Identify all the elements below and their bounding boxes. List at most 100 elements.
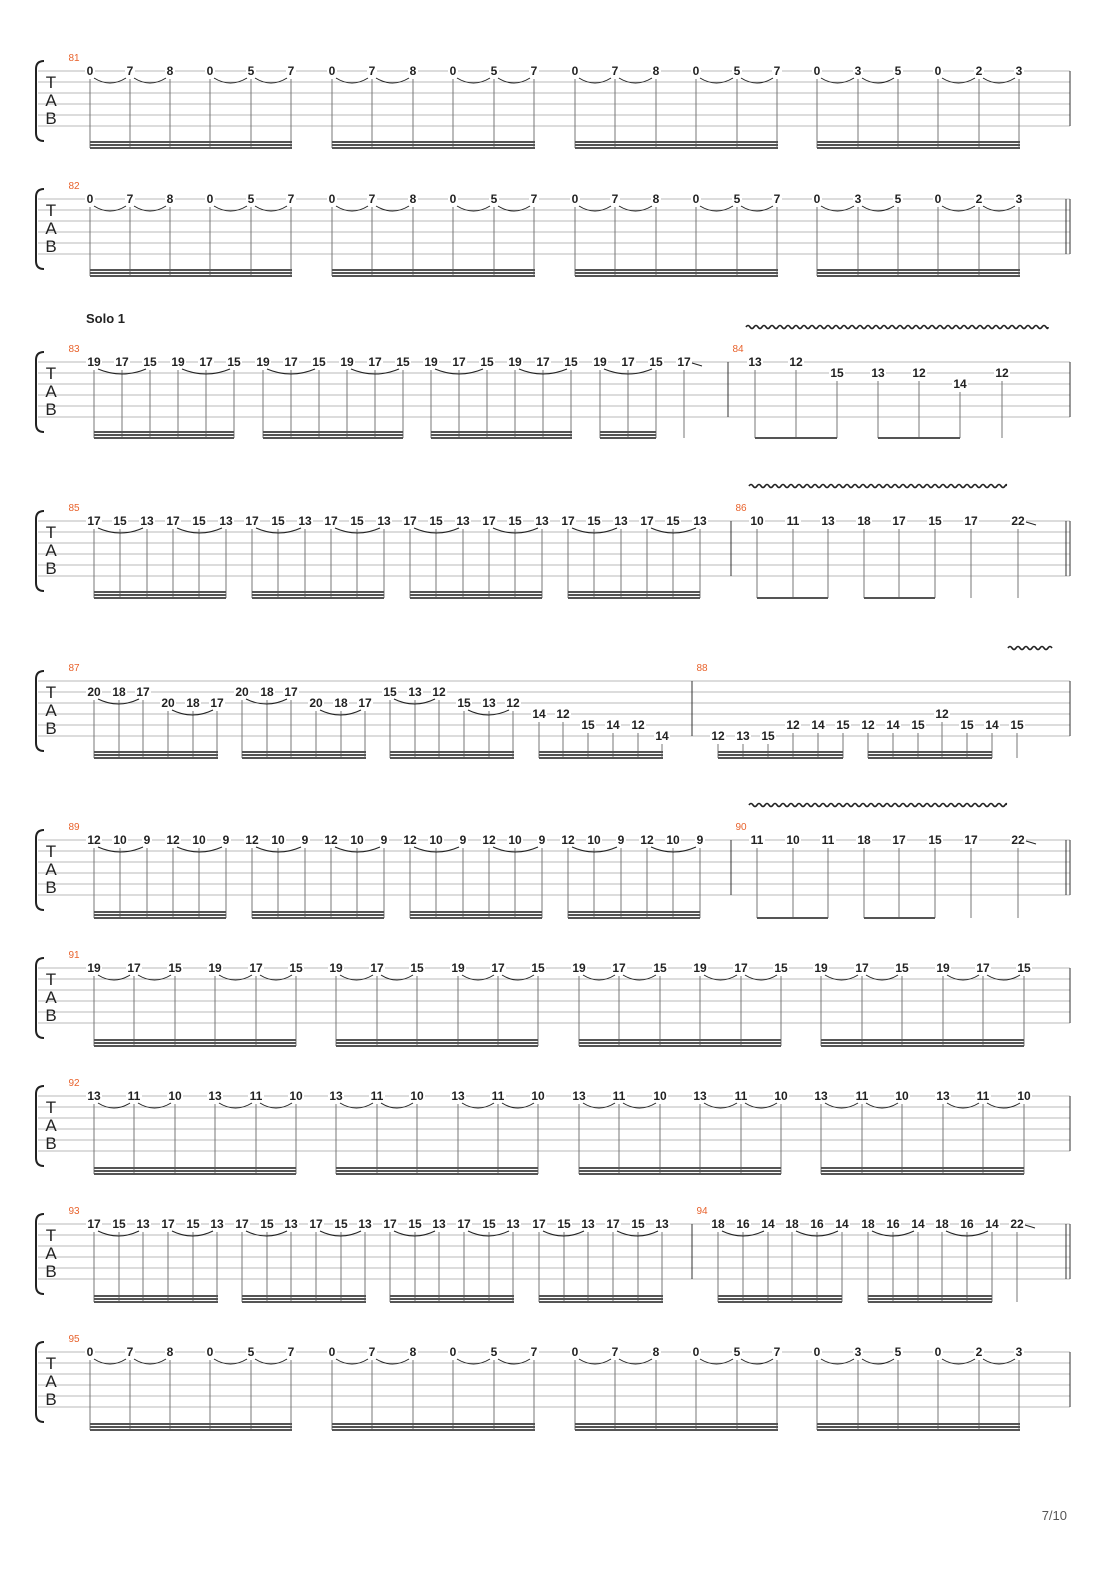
fret-number: 13 <box>871 366 885 380</box>
fret-number-bg <box>784 1218 800 1230</box>
fret-number-bg <box>259 1218 275 1230</box>
fret-number: 17 <box>249 961 263 975</box>
fret-number-bg <box>207 1090 223 1102</box>
fret-number-bg <box>529 65 539 77</box>
slur-arc <box>245 1230 288 1237</box>
fret-number: 17 <box>245 514 259 528</box>
slur-arc <box>97 1102 131 1109</box>
fret-number-bg <box>773 1090 789 1102</box>
fret-number: 15 <box>631 1217 645 1231</box>
fret-number-bg <box>812 193 822 205</box>
fret-number: 3 <box>1016 1345 1023 1359</box>
fret-number-bg <box>244 515 260 527</box>
fret-number-bg <box>963 515 979 527</box>
system-bracket <box>35 670 45 752</box>
fret-number-bg <box>813 1090 829 1102</box>
fret-number: 13 <box>693 1089 707 1103</box>
fret-number-bg <box>959 719 975 731</box>
fret-number-bg <box>428 834 444 846</box>
fret-number: 15 <box>457 696 471 710</box>
fret-number: 10 <box>1017 1089 1031 1103</box>
fret-number-bg <box>732 193 742 205</box>
fret-number: 19 <box>171 355 185 369</box>
fret-number: 15 <box>564 355 578 369</box>
fret-number-bg <box>610 65 620 77</box>
fret-number: 13 <box>482 696 496 710</box>
tab-clef-letter: A <box>45 1116 57 1135</box>
fret-number: 15 <box>1017 961 1031 975</box>
fret-number-bg <box>248 1090 264 1102</box>
fret-number-bg <box>911 367 927 379</box>
fret-number-bg <box>490 962 506 974</box>
fret-number: 7 <box>127 192 134 206</box>
fret-number-bg <box>85 193 95 205</box>
fret-number: 15 <box>653 961 667 975</box>
slur-arc <box>213 1358 248 1365</box>
fret-number: 17 <box>284 685 298 699</box>
fret-number: 14 <box>985 718 999 732</box>
fret-number-bg <box>288 1090 304 1102</box>
fret-number-bg <box>760 730 776 742</box>
fret-number: 10 <box>429 833 443 847</box>
fret-number-bg <box>85 65 95 77</box>
fret-number-bg <box>611 1090 627 1102</box>
fret-number: 5 <box>734 1345 741 1359</box>
fret-number: 3 <box>855 1345 862 1359</box>
fret-number-bg <box>560 515 576 527</box>
slide-mark <box>1024 1224 1036 1229</box>
fret-number: 12 <box>631 718 645 732</box>
fret-number: 0 <box>693 1345 700 1359</box>
fret-number: 10 <box>786 833 800 847</box>
slur-arc <box>335 205 369 212</box>
slur-arc <box>622 974 657 981</box>
fret-number-bg <box>537 834 547 846</box>
tab-clef-letter: B <box>45 719 56 738</box>
fret-number: 15 <box>143 355 157 369</box>
fret-number-bg <box>402 834 418 846</box>
fret-number-bg <box>613 515 629 527</box>
fret-number: 13 <box>814 1089 828 1103</box>
slur-arc <box>699 205 734 212</box>
fret-number: 19 <box>340 355 354 369</box>
fret-number-bg <box>732 65 742 77</box>
fret-number-bg <box>894 962 910 974</box>
fret-number-bg <box>205 193 215 205</box>
slur-arc <box>865 1102 899 1109</box>
slur-arc <box>941 1358 976 1365</box>
fret-number: 12 <box>245 833 259 847</box>
fret-number: 5 <box>248 1345 255 1359</box>
fret-number-bg <box>408 1346 418 1358</box>
fret-number-bg <box>207 962 223 974</box>
slur-arc <box>339 974 374 981</box>
fret-number-bg <box>112 515 128 527</box>
fret-number: 13 <box>219 514 233 528</box>
fret-number: 15 <box>508 514 522 528</box>
fret-number-bg <box>710 1218 726 1230</box>
fret-number: 0 <box>814 192 821 206</box>
fret-number: 11 <box>822 833 835 847</box>
fret-number: 13 <box>572 1089 586 1103</box>
page-number: 7/10 <box>1041 1508 1067 1523</box>
fret-number-bg <box>165 834 181 846</box>
fret-number-bg <box>893 193 903 205</box>
fret-number-bg <box>402 515 418 527</box>
fret-number: 13 <box>408 685 422 699</box>
slur-arc <box>335 77 369 84</box>
tab-clef-letter: B <box>45 1262 56 1281</box>
fret-number-bg <box>854 962 870 974</box>
fret-number: 15 <box>761 729 775 743</box>
fret-number: 11 <box>751 833 764 847</box>
fret-number: 0 <box>207 1345 214 1359</box>
slur-arc <box>571 846 618 853</box>
fret-number-bg <box>165 65 175 77</box>
fret-number-bg <box>648 356 664 368</box>
fret-number: 15 <box>334 1217 348 1231</box>
fret-number: 12 <box>324 833 338 847</box>
fret-number-bg <box>333 697 349 709</box>
slur-arc <box>176 846 223 853</box>
slur-arc <box>744 1102 778 1109</box>
fret-number: 13 <box>140 514 154 528</box>
fret-number-bg <box>270 515 286 527</box>
fret-number: 11 <box>371 1089 384 1103</box>
tab-clef-letter: B <box>45 878 56 897</box>
